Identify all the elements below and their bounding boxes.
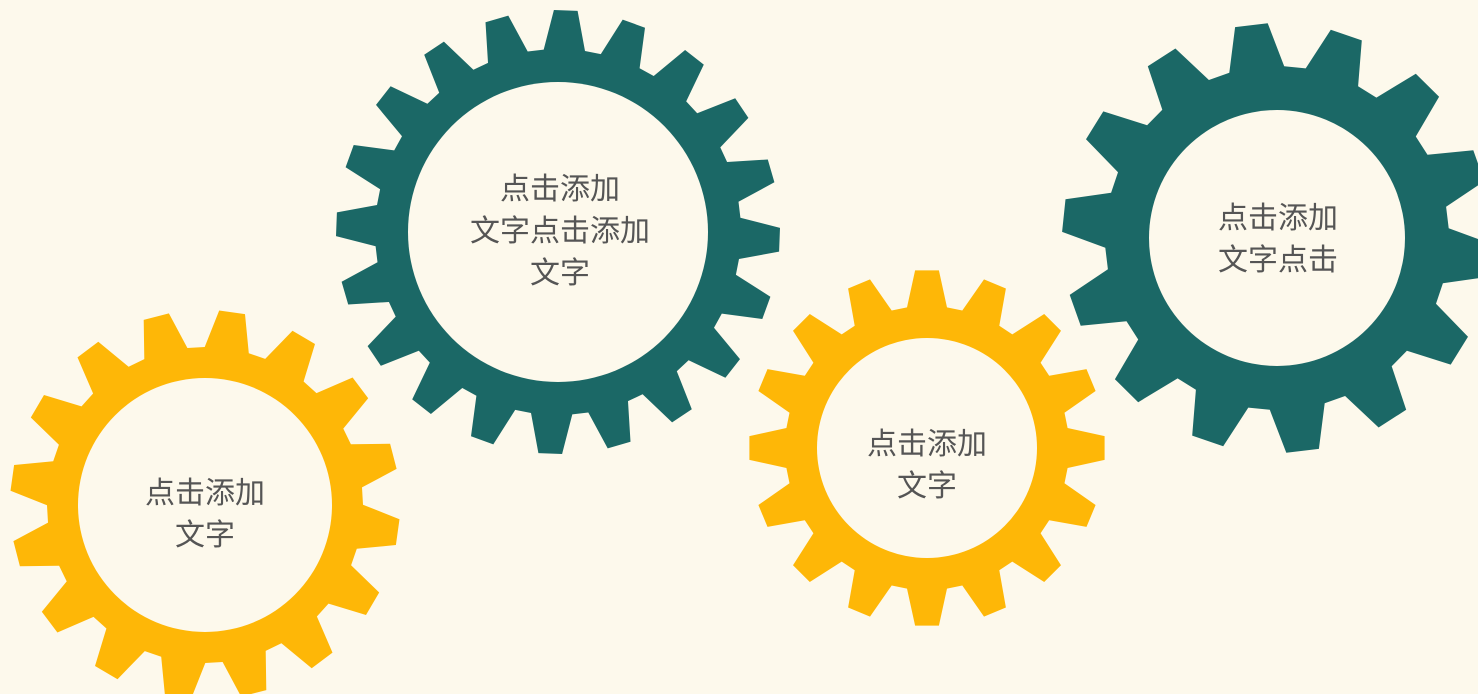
gear-2-line-1: 点击添加 bbox=[500, 172, 620, 207]
gear-2-line-2: 文字点击添加 bbox=[470, 214, 650, 249]
gear-3-hub bbox=[817, 338, 1037, 558]
gear-yellow-left[interactable] bbox=[10, 310, 400, 694]
gear-4-label: 点击添加 文字点击 bbox=[1218, 198, 1338, 282]
gear-1-hub bbox=[78, 378, 332, 632]
gear-teal-right[interactable] bbox=[1062, 23, 1478, 453]
gear-4-hub bbox=[1149, 110, 1405, 366]
gear-yellow-right[interactable] bbox=[749, 270, 1105, 626]
gear-2-hub bbox=[408, 82, 708, 382]
gear-2-label: 点击添加 文字点击添加 文字 bbox=[470, 169, 650, 295]
gear-2-line-3: 文字 bbox=[530, 256, 590, 291]
gear-1-label: 点击添加 文字 bbox=[145, 473, 265, 557]
gear-teal-center[interactable] bbox=[336, 10, 780, 454]
gear-1-line-1: 点击添加 bbox=[145, 476, 265, 511]
gear-3-label: 点击添加 文字 bbox=[867, 424, 987, 508]
gear-3-line-1: 点击添加 bbox=[867, 427, 987, 462]
gear-3-line-2: 文字 bbox=[897, 469, 957, 504]
gear-4-line-1: 点击添加 bbox=[1218, 201, 1338, 236]
gear-1-line-2: 文字 bbox=[175, 518, 235, 553]
gear-4-line-2: 文字点击 bbox=[1218, 243, 1338, 278]
